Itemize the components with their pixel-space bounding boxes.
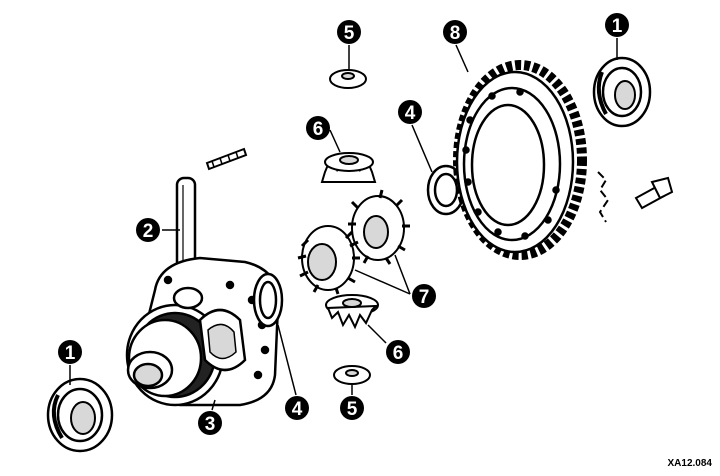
callout-6b: 6	[386, 340, 410, 364]
callout-1b: 1	[605, 13, 629, 37]
callout-5b: 5	[340, 396, 364, 420]
callout-label: 1	[65, 343, 76, 364]
lower-pinion-gear	[325, 294, 379, 330]
figure-code: XA12.084	[668, 458, 713, 469]
callout-1a: 1	[58, 340, 82, 364]
side-gear-right	[348, 189, 410, 265]
callout-label: 1	[612, 16, 623, 37]
callout-6a: 6	[306, 116, 330, 140]
left-thrust-washer	[252, 272, 284, 328]
left-bearing	[46, 377, 114, 453]
right-bearing	[592, 56, 652, 128]
callout-label: 3	[205, 414, 216, 435]
callout-3: 3	[198, 411, 222, 435]
callout-label: 4	[405, 103, 416, 124]
lower-pinion-washer	[333, 365, 371, 385]
differential-case	[125, 256, 280, 407]
callout-2: 2	[136, 218, 160, 242]
callout-8: 8	[443, 20, 467, 44]
callout-label: 4	[292, 399, 303, 420]
ring-gear	[453, 60, 587, 260]
callout-7: 7	[412, 284, 436, 308]
upper-pinion-gear	[320, 152, 377, 183]
callout-label: 5	[347, 399, 358, 420]
lock-pin	[205, 147, 248, 171]
callout-4a: 4	[285, 396, 309, 420]
ring-gear-bolt	[597, 171, 674, 223]
callout-4b: 4	[398, 100, 422, 124]
callout-label: 7	[419, 287, 430, 308]
side-gear-left	[297, 225, 360, 295]
leader-lines	[69, 38, 618, 411]
upper-pinion-washer	[329, 69, 367, 89]
callout-label: 5	[344, 23, 355, 44]
callout-5a: 5	[337, 20, 361, 44]
callout-label: 6	[313, 119, 324, 140]
callout-label: 6	[393, 343, 404, 364]
callout-label: 2	[143, 221, 154, 242]
callout-label: 8	[450, 23, 461, 44]
